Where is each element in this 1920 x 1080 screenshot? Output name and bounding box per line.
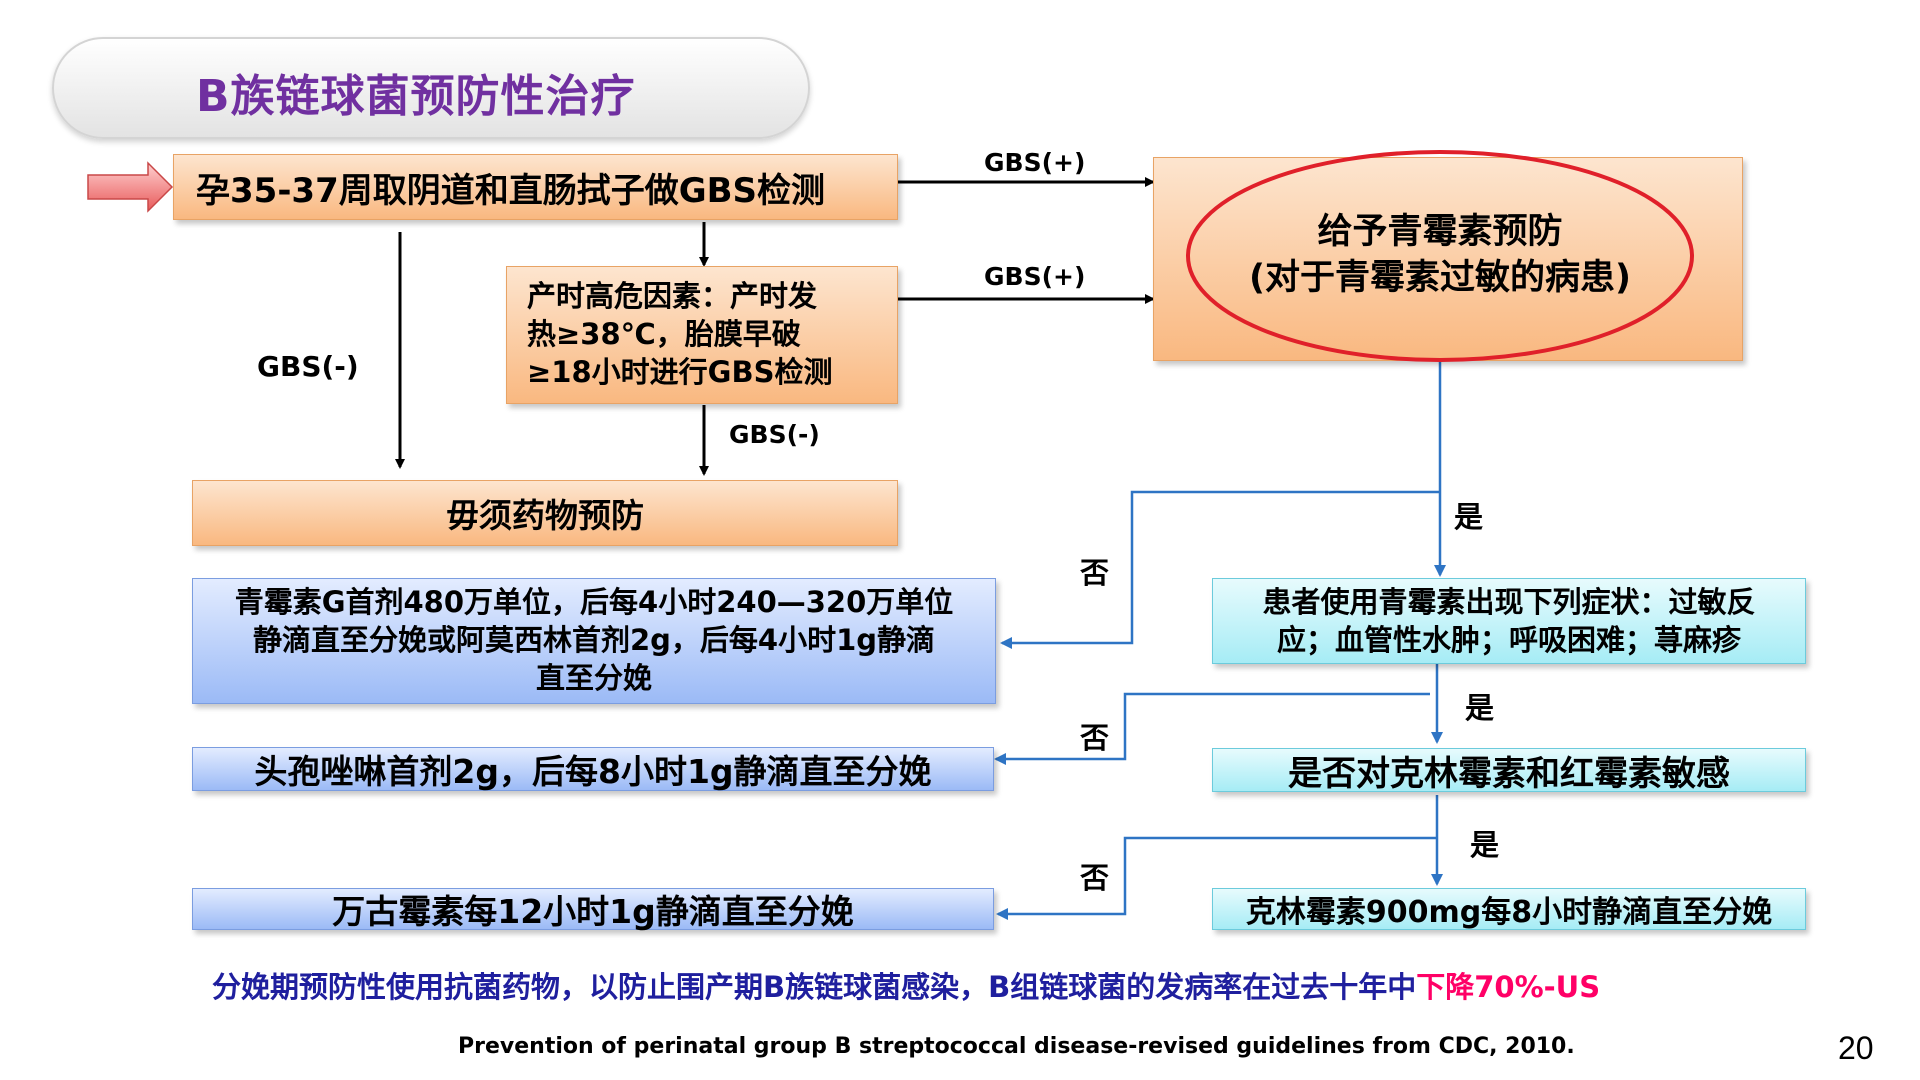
- symptoms-line-1: 患者使用青霉素出现下列症状：过敏反: [1262, 585, 1756, 619]
- penicillin-g-line-1: 青霉素G首剂480万单位，后每4小时240—320万单位: [234, 585, 954, 619]
- penicillin-g-regimen-box: 青霉素G首剂480万单位，后每4小时240—320万单位 静滴直至分娩或阿莫西林…: [192, 578, 996, 704]
- no-prophylaxis-text: 毋须药物预防: [446, 496, 644, 535]
- gbs-positive-label-2: GBS(+): [984, 262, 1086, 291]
- risk-factor-line-3: ≥18小时进行GBS检测: [527, 355, 833, 389]
- yes-label-1: 是: [1454, 500, 1484, 534]
- sensitivity-question-box: 是否对克林霉素和红霉素敏感: [1212, 748, 1806, 794]
- gbs-negative-label-1: GBS(-): [257, 350, 359, 383]
- penicillin-g-line-2: 静滴直至分娩或阿莫西林首剂2g，后每4小时1g静滴: [252, 623, 936, 657]
- penicillin-g-line-3: 直至分娩: [535, 661, 652, 695]
- penicillin-line-1: 给予青霉素预防: [1317, 212, 1563, 252]
- title-banner: [52, 37, 810, 139]
- summary-highlight-text: 下降70%-US: [1416, 970, 1601, 1004]
- sensitivity-text: 是否对克林霉素和红霉素敏感: [1288, 753, 1730, 794]
- entry-arrow-icon: [87, 161, 174, 213]
- summary-main-text: 分娩期预防性使用抗菌药物，以防止围产期B族链球菌感染，B组链球菌的发病率在过去十…: [212, 970, 1417, 1004]
- risk-factor-line-2: 热≥38℃，胎膜早破: [527, 317, 801, 351]
- vancomycin-regimen-box: 万古霉素每12小时1g静滴直至分娩: [192, 888, 994, 931]
- gbs-detection-text: 孕35-37周取阴道和直肠拭子做GBS检测: [196, 170, 826, 211]
- yes-label-2: 是: [1465, 691, 1495, 725]
- allergy-symptoms-box: 患者使用青霉素出现下列症状：过敏反 应；血管性水肿；呼吸困难；荨麻疹: [1212, 578, 1806, 664]
- clindamycin-text: 克林霉素900mg每8小时静滴直至分娩: [1245, 895, 1773, 930]
- no-label-1: 否: [1080, 556, 1110, 590]
- summary-statement: 分娩期预防性使用抗菌药物，以防止围产期B族链球菌感染，B组链球菌的发病率在过去十…: [212, 964, 1600, 1006]
- page-number: 20: [1838, 1030, 1874, 1066]
- risk-factor-box: 产时高危因素：产时发 热≥38℃，胎膜早破 ≥18小时进行GBS检测: [506, 266, 898, 404]
- gbs-negative-label-2: GBS(-): [729, 420, 820, 449]
- cefazolin-text: 头孢唑啉首剂2g，后每8小时1g静滴直至分娩: [254, 752, 932, 791]
- reference-citation: Prevention of perinatal group B streptoc…: [458, 1034, 1575, 1059]
- vancomycin-text: 万古霉素每12小时1g静滴直至分娩: [332, 892, 854, 931]
- gbs-positive-label-1: GBS(+): [984, 148, 1086, 177]
- no-label-2: 否: [1080, 721, 1110, 755]
- cefazolin-regimen-box: 头孢唑啉首剂2g，后每8小时1g静滴直至分娩: [192, 747, 994, 791]
- clindamycin-regimen-box: 克林霉素900mg每8小时静滴直至分娩: [1212, 888, 1806, 930]
- gbs-detection-box: 孕35-37周取阴道和直肠拭子做GBS检测: [173, 154, 898, 220]
- risk-factor-line-1: 产时高危因素：产时发: [527, 279, 818, 313]
- no-prophylaxis-box: 毋须药物预防: [192, 480, 898, 546]
- highlight-ellipse: [1186, 150, 1694, 362]
- symptoms-line-2: 应；血管性水肿；呼吸困难；荨麻疹: [1276, 623, 1741, 657]
- no-label-3: 否: [1080, 861, 1110, 895]
- penicillin-line-2: (对于青霉素过敏的病患): [1249, 258, 1631, 298]
- penicillin-prophylaxis-text: 给予青霉素预防 (对于青霉素过敏的病患): [1175, 200, 1705, 310]
- yes-label-3: 是: [1470, 828, 1500, 862]
- page-title: B族链球菌预防性治疗: [196, 71, 636, 122]
